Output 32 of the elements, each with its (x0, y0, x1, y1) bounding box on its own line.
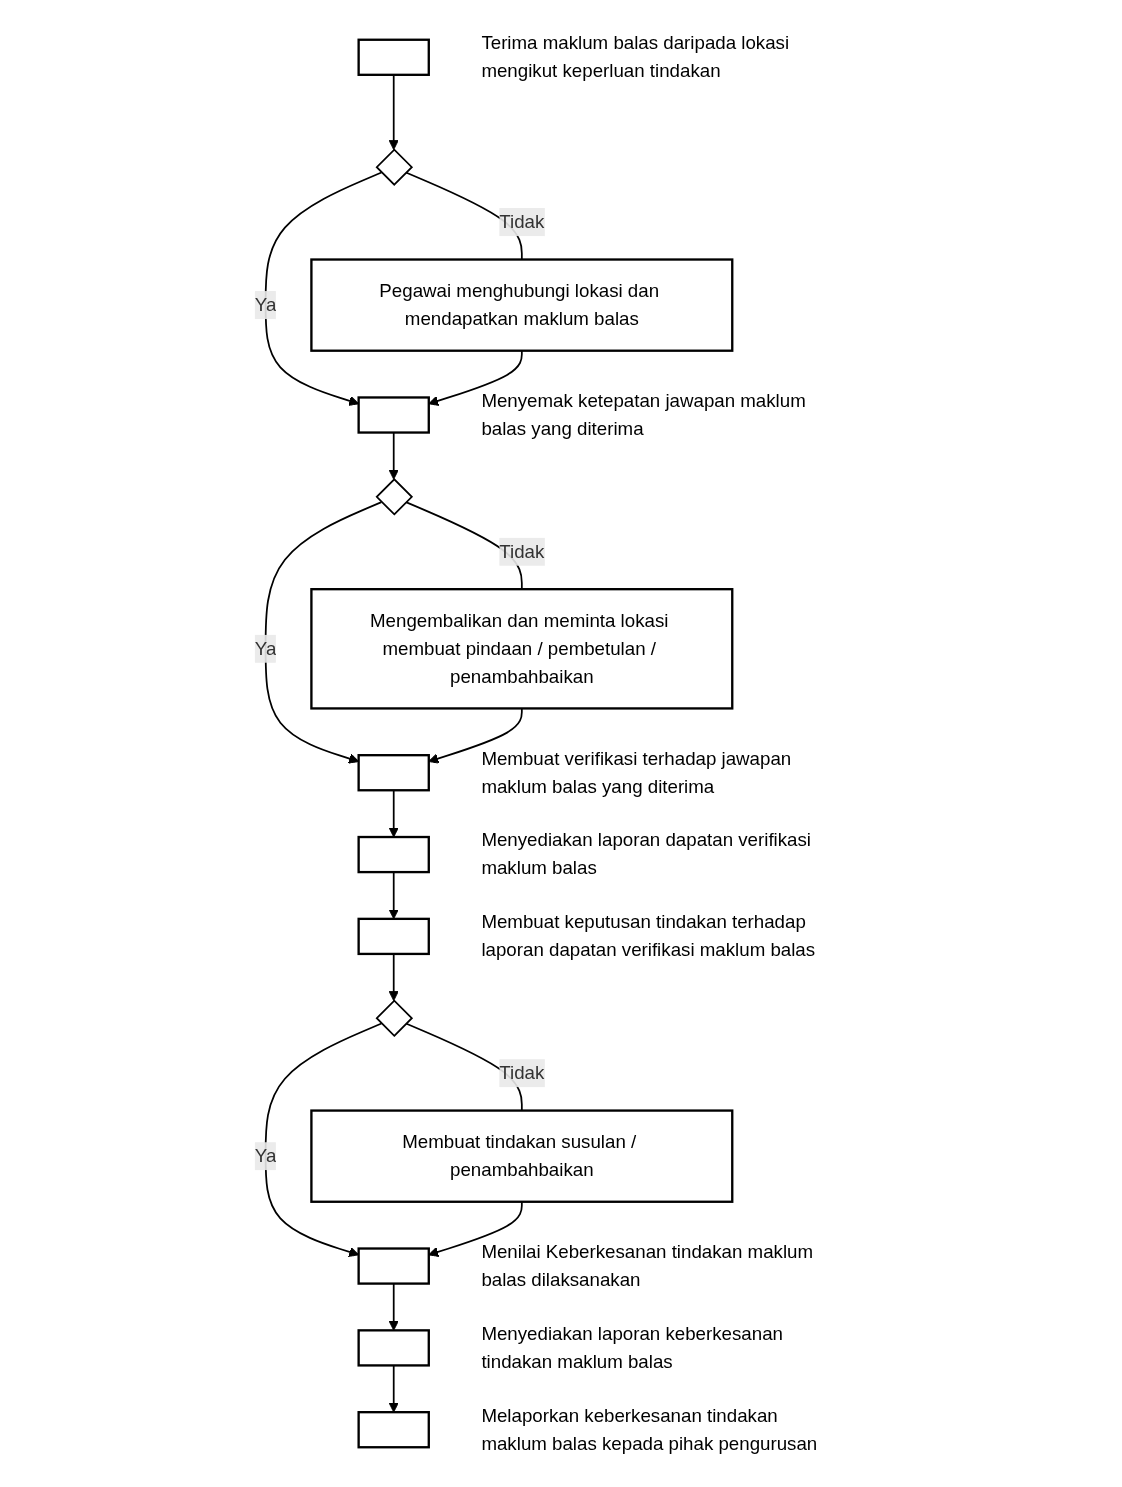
node-diamond (375, 478, 414, 516)
node-box: Membuat tindakan susulan / penambahbaikan (310, 1109, 734, 1203)
node-box (357, 396, 430, 434)
edge-label: Tidak (499, 541, 545, 562)
node-label: Menyemak ketepatan jawapan maklum balas yang diterima (481, 390, 806, 439)
arrow (264, 171, 383, 406)
node-label: Menyediakan laporan keberkesanan tindakan maklum balas (481, 1323, 783, 1372)
node-box: Mengembalikan dan meminta lokasi membuat pindaan / pembetulan / penambahbaikan (310, 588, 734, 710)
node-box (357, 38, 430, 76)
node-label: Membuat verifikasi terhadap jawapan maklum balas yang diterima (481, 748, 792, 797)
node-label: Menilai Keberkesanan tindakan maklum balas dilaksanakan (481, 1241, 814, 1290)
node-box (357, 835, 430, 874)
node-label: Membuat keputusan tindakan terhadap laporan dapatan verifikasi maklum balas (481, 911, 816, 960)
node-box (357, 1411, 430, 1449)
node-diamond (375, 148, 414, 186)
edge-label: Tidak (499, 1062, 545, 1083)
edge-label: Tidak (499, 211, 545, 232)
edge-label: Ya (254, 1145, 277, 1166)
edge-label: Ya (254, 638, 277, 659)
node-label: Melaporkan keberkesanan tindakan maklum balas kepada pihak pengurusan (481, 1405, 818, 1454)
node-box (357, 1247, 430, 1285)
node-box: Pegawai menghubungi lokasi dan mendapatkan maklum balas (310, 258, 734, 352)
edge-label: Ya (254, 294, 277, 315)
node-box (357, 917, 430, 956)
arrow (264, 501, 383, 764)
node-label: Menyediakan laporan dapatan verifikasi maklum balas (481, 830, 811, 878)
node-label: Terima maklum balas daripada lokasi mengikut keperluan tindakan (481, 32, 790, 81)
node-diamond (375, 999, 414, 1037)
node-box (357, 754, 430, 792)
arrow (264, 1022, 383, 1257)
arrow (388, 953, 399, 1002)
node-box (357, 1329, 430, 1367)
